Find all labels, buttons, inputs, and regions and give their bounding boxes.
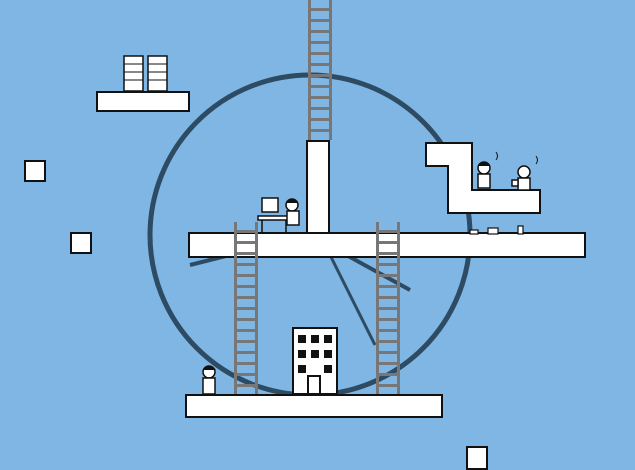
floating-block: [70, 232, 92, 254]
ring-hand-down: [328, 254, 377, 346]
ladder-top: [308, 0, 332, 140]
floating-block: [466, 446, 488, 470]
building-door[interactable]: [307, 375, 321, 395]
ladder-right: [376, 222, 400, 394]
ladder-left: [234, 222, 258, 394]
floating-block: [24, 160, 46, 182]
platform-top-left: [96, 91, 190, 112]
platform-pillar: [306, 140, 330, 236]
